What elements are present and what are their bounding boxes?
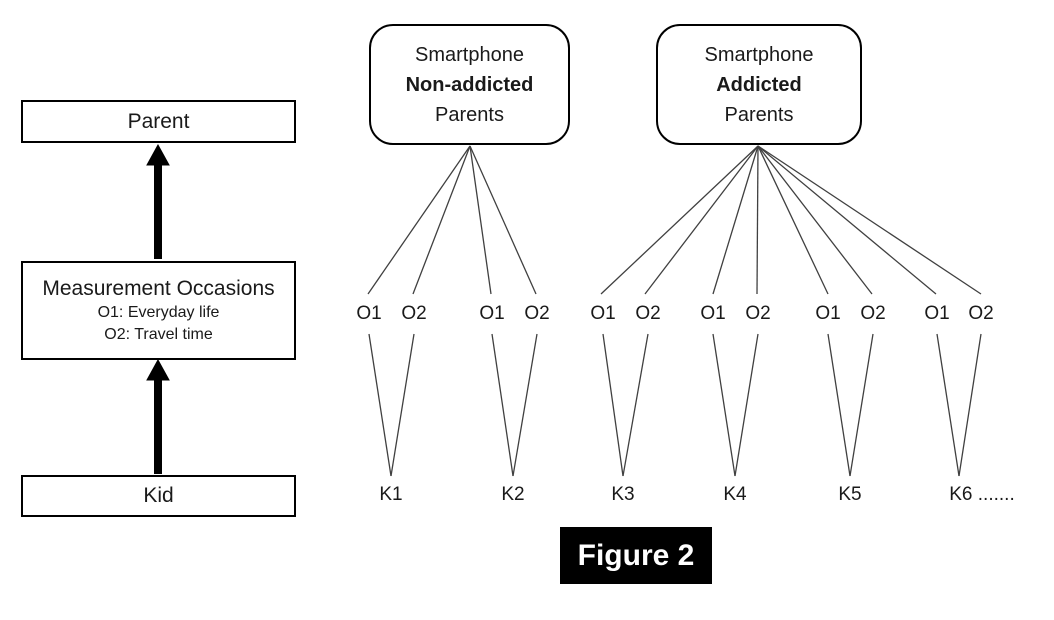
smartphone-addicted-parents-box: Smartphone Addicted Parents	[656, 24, 862, 145]
measurement-box-title: Measurement Occasions	[42, 277, 275, 300]
occasion-label-pair6-o1: O1	[924, 303, 950, 324]
kid-box-label: Kid	[143, 484, 174, 507]
nonaddicted-fan-lines	[367, 145, 537, 295]
kid-label-k3: K3	[611, 484, 635, 505]
measurement-occasions-box: Measurement Occasions O1: Everyday life …	[21, 261, 296, 360]
addicted-line3: Parents	[724, 103, 794, 126]
occasion-label-pair2-o1: O1	[479, 303, 505, 324]
kid-label-k2: K2	[501, 484, 525, 505]
occasion-label-pair4-o2: O2	[745, 303, 771, 324]
kid-label-k4: K4	[723, 484, 747, 505]
occasion-label-pair4-o1: O1	[700, 303, 726, 324]
nonaddicted-line2: Non-addicted	[405, 73, 534, 96]
kid-box: Kid	[21, 475, 296, 517]
addicted-line2: Addicted	[716, 73, 802, 96]
figure-caption: Figure 2	[560, 527, 712, 584]
occasion-label-pair6-o2: O2	[968, 303, 994, 324]
occasion-label-pair1-o1: O1	[356, 303, 382, 324]
kid-label-k5: K5	[838, 484, 862, 505]
occasion-label-pair1-o2: O2	[401, 303, 427, 324]
nonaddicted-line1: Smartphone	[415, 43, 524, 66]
occasion-label-pair2-o2: O2	[524, 303, 550, 324]
kid-label-k6: K6 .......	[949, 484, 1015, 505]
arrow-kid-to-measurement	[146, 358, 170, 474]
parent-box: Parent	[21, 100, 296, 143]
smartphone-nonaddicted-parents-box: Smartphone Non-addicted Parents	[369, 24, 570, 145]
kid-label-k1: K1	[379, 484, 403, 505]
measurement-box-o1-desc: O1: Everyday life	[97, 304, 220, 321]
addicted-line1: Smartphone	[704, 43, 814, 66]
addicted-fan-lines	[600, 145, 982, 295]
occasion-to-kid-lines	[368, 333, 982, 477]
occasion-label-pair3-o2: O2	[635, 303, 661, 324]
occasion-label-pair5-o1: O1	[815, 303, 841, 324]
measurement-box-o2-desc: O2: Travel time	[104, 326, 213, 343]
nonaddicted-line3: Parents	[435, 103, 504, 126]
parent-box-label: Parent	[127, 109, 190, 133]
arrow-measurement-to-parent	[146, 143, 170, 259]
figure-caption-text: Figure 2	[577, 538, 695, 572]
occasion-label-pair5-o2: O2	[860, 303, 886, 324]
occasion-label-pair3-o1: O1	[590, 303, 616, 324]
